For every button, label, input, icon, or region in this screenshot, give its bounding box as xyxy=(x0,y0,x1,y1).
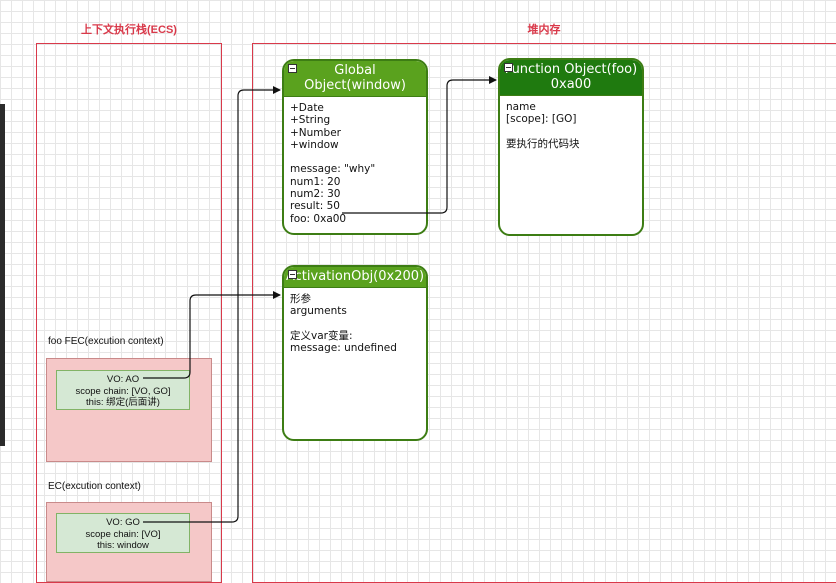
collapse-icon[interactable] xyxy=(504,63,513,72)
activation-object-line: arguments xyxy=(290,305,347,318)
global-ec-this-line: this: window xyxy=(97,540,149,551)
global-object-node[interactable]: Global Object(window) +Date +String +Num… xyxy=(282,59,428,235)
global-object-header[interactable]: Global Object(window) xyxy=(284,61,426,97)
arrow-ec-vo-to-global-object xyxy=(143,86,281,523)
foo-fec-this-line: this: 绑定(后面讲) xyxy=(86,397,160,408)
activation-object-line: 定义var变量: xyxy=(290,329,353,342)
global-ec-vo-box[interactable]: VO: GO scope chain: [VO] this: window xyxy=(56,513,190,553)
function-object-node[interactable]: Function Object(foo) 0xa00 name [scope]:… xyxy=(498,58,644,236)
global-object-title: Global Object(window) xyxy=(304,63,406,93)
heap-region-title: 堆内存 xyxy=(527,24,561,36)
activation-object-line: message: undefined xyxy=(290,342,397,355)
foo-fec-label: foo FEC(excution context) xyxy=(48,336,164,347)
activation-object-title: ActivationObj(0x200) xyxy=(286,269,425,284)
global-object-line: message: "why" xyxy=(290,163,376,176)
global-object-line: +String xyxy=(290,114,331,127)
arrow-foo-to-function-object xyxy=(342,76,497,214)
function-object-line: name xyxy=(506,101,536,113)
global-object-line: num1: 20 xyxy=(290,175,341,188)
global-ec-scope-line: scope chain: [VO] xyxy=(85,528,161,540)
global-ec-label: EC(excution context) xyxy=(48,481,141,492)
global-ec-vo-line: VO: GO xyxy=(106,517,140,528)
function-object-address: 0xa00 xyxy=(550,77,592,92)
global-object-line: num2: 30 xyxy=(290,188,341,201)
function-object-title: Function Object(foo) xyxy=(504,62,638,77)
global-object-line: +Number xyxy=(290,126,341,139)
ecs-region-title: 上下文执行栈(ECS) xyxy=(81,24,177,36)
activation-object-node[interactable]: ActivationObj(0x200) 形参 arguments 定义var变… xyxy=(282,265,428,441)
collapse-icon[interactable] xyxy=(288,270,297,279)
foo-fec-vo-box[interactable]: VO: AO scope chain: [VO, GO] this: 绑定(后面… xyxy=(56,370,190,410)
foo-fec-scope-line: scope chain: [VO, GO] xyxy=(75,385,171,397)
collapse-icon[interactable] xyxy=(288,64,297,73)
activation-object-line: 形参 xyxy=(290,293,311,305)
activation-object-header[interactable]: ActivationObj(0x200) xyxy=(284,267,426,288)
foo-fec-vo-line: VO: AO xyxy=(106,374,140,385)
function-object-line: [scope]: [GO] xyxy=(506,113,577,126)
function-object-line: 要执行的代码块 xyxy=(506,137,580,150)
arrow-fec-vo-to-activation-object xyxy=(143,291,281,379)
global-object-line: +Date xyxy=(290,102,324,114)
function-object-body: name [scope]: [GO] 要执行的代码块 xyxy=(500,96,642,155)
global-object-line: result: 50 xyxy=(290,200,340,213)
activation-object-body: 形参 arguments 定义var变量: message: undefined xyxy=(284,288,426,359)
global-object-line: +window xyxy=(290,138,339,151)
left-dark-sidebar xyxy=(0,104,5,446)
global-object-body: +Date +String +Number +window message: "… xyxy=(284,97,426,230)
global-object-line: foo: 0xa00 xyxy=(290,212,347,225)
function-object-header[interactable]: Function Object(foo) 0xa00 xyxy=(500,60,642,96)
